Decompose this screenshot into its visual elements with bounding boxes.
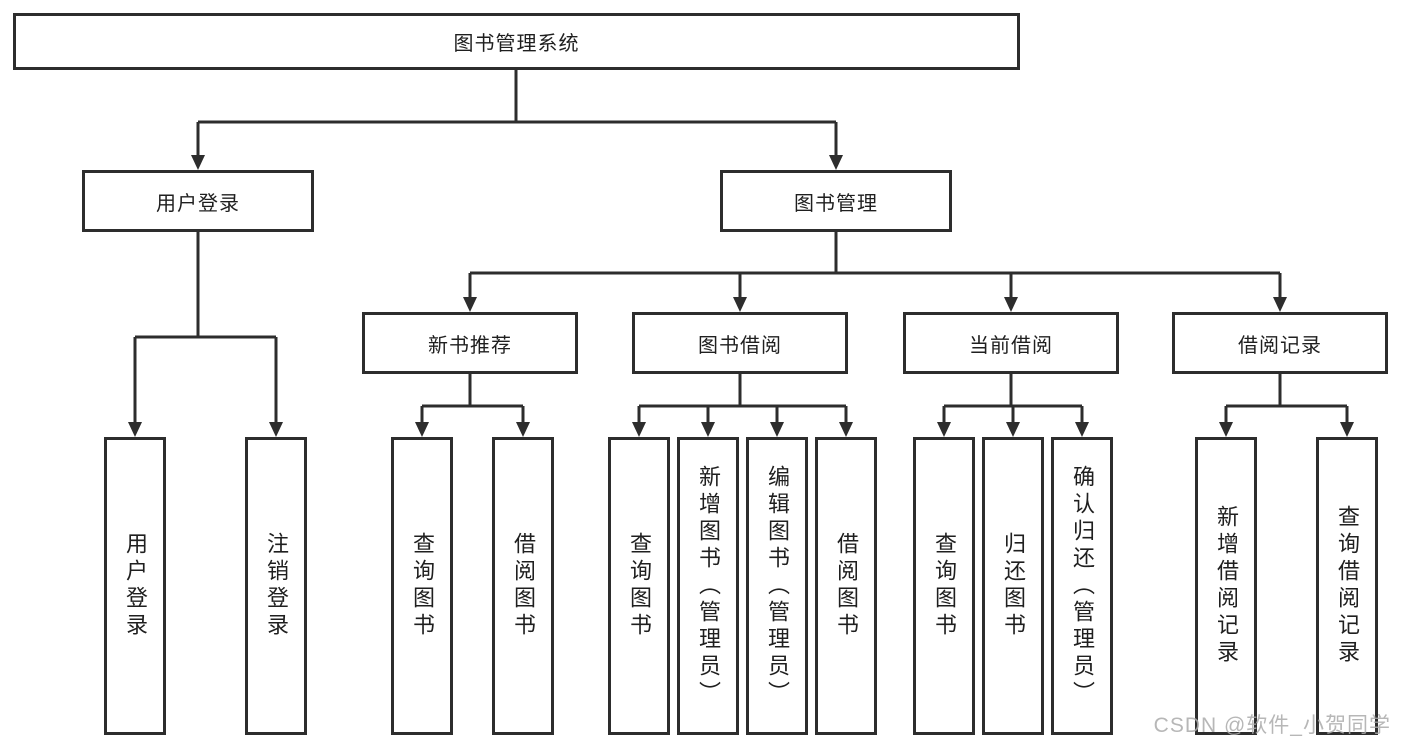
csdn-watermark: CSDN @软件_小贺同学 bbox=[1153, 714, 1391, 737]
leaf-query-book-1: 查询图书 bbox=[391, 437, 453, 735]
node-new-book-recommend: 新书推荐 bbox=[362, 312, 578, 374]
leaf-add-borrow-record: 新增借阅记录 bbox=[1195, 437, 1257, 735]
leaf-return-book: 归还图书 bbox=[982, 437, 1044, 735]
leaf-edit-book-admin: 编辑图书（管理员） bbox=[746, 437, 808, 735]
node-current-borrow: 当前借阅 bbox=[903, 312, 1119, 374]
leaf-query-book-2: 查询图书 bbox=[608, 437, 670, 735]
node-book-management-module: 图书管理 bbox=[720, 170, 952, 232]
connector-segments bbox=[133, 70, 1349, 425]
node-user-login-module: 用户登录 bbox=[82, 170, 314, 232]
arrowheads bbox=[128, 155, 1354, 437]
leaf-query-borrow-record: 查询借阅记录 bbox=[1316, 437, 1378, 735]
node-borrow-records: 借阅记录 bbox=[1172, 312, 1388, 374]
leaf-query-book-3: 查询图书 bbox=[913, 437, 975, 735]
leaf-borrow-book-1: 借阅图书 bbox=[492, 437, 554, 735]
leaf-logout: 注销登录 bbox=[245, 437, 307, 735]
node-book-borrow: 图书借阅 bbox=[632, 312, 848, 374]
leaf-user-login: 用户登录 bbox=[104, 437, 166, 735]
node-root-library-system: 图书管理系统 bbox=[13, 13, 1020, 70]
leaf-confirm-return-admin: 确认归还（管理员） bbox=[1051, 437, 1113, 735]
leaf-borrow-book-2: 借阅图书 bbox=[815, 437, 877, 735]
leaf-add-book-admin: 新增图书（管理员） bbox=[677, 437, 739, 735]
